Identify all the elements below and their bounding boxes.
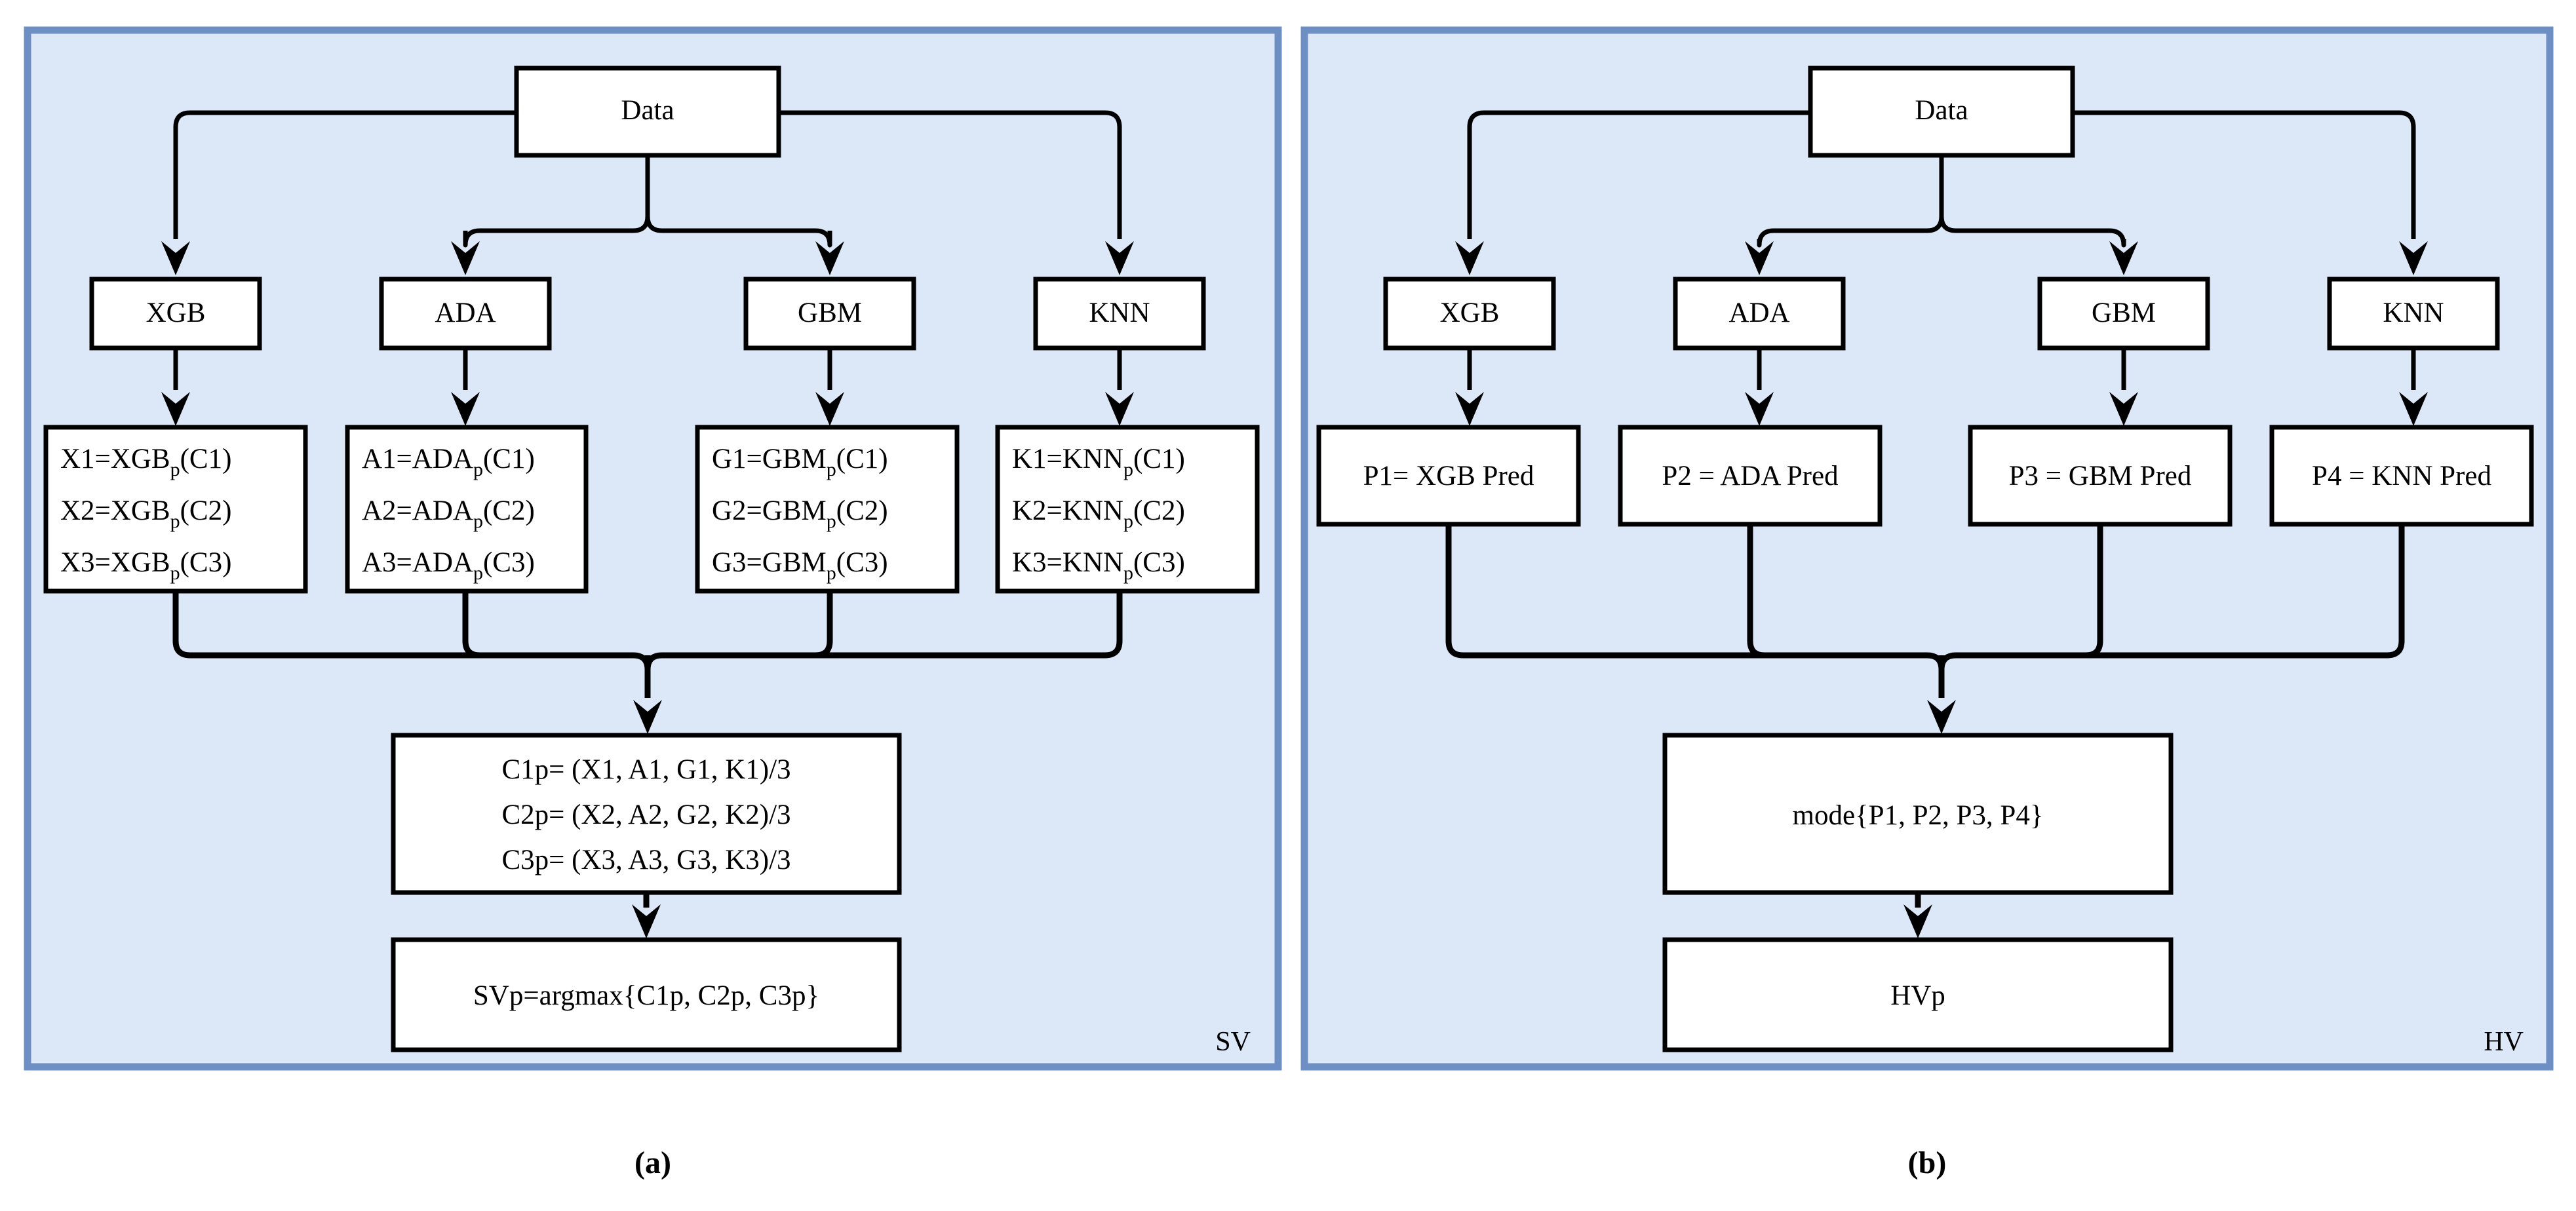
- sv-model-xgb[interactable]: [89, 277, 262, 351]
- sv-pred-ada-line2: A2=ADAp(C2): [362, 495, 535, 532]
- hv-model-knn-label: KNN: [2383, 298, 2444, 328]
- sv-model-knn-label: KNN: [1089, 298, 1150, 328]
- sv-pred-box-knn[interactable]: [995, 425, 1260, 594]
- sv-edge-data-to-knn: [779, 110, 1122, 239]
- hv-edge-data-to-knn: [2073, 110, 2416, 239]
- sv-model-xgb-label: XGB: [146, 298, 206, 328]
- sv-pred-knn-line2: K2=KNNp(C2): [1012, 495, 1185, 532]
- sv-pred-gbm-line1: G1=GBMp(C1): [712, 444, 888, 480]
- sv-aggregate-line2: C2p= (X2, A2, G2, K2)/3: [501, 799, 790, 830]
- sv-model-ada-label: ADA: [435, 298, 496, 328]
- hv-aggregate-label: mode{P1, P2, P3, P4}: [1793, 800, 2044, 831]
- hv-pred-xgb-label: P1= XGB Pred: [1363, 461, 1534, 491]
- sv-merge-gbm: [815, 591, 833, 659]
- sv-pred-gbm-line2: G2=GBMp(C2): [712, 495, 888, 532]
- sv-model-gbm-label: GBM: [798, 298, 862, 328]
- hv-pred-ada-label: P2 = ADA Pred: [1662, 461, 1838, 491]
- hv-merge-ada: [1747, 524, 1765, 659]
- sv-model-gbm[interactable]: [743, 277, 916, 351]
- sv-aggregate-line3: C3p= (X3, A3, G3, K3)/3: [501, 845, 790, 875]
- hv-pred-box-xgb[interactable]: [1316, 425, 1581, 527]
- sv-pred-knn-line1: K1=KNNp(C1): [1012, 444, 1185, 480]
- sv-edge-split-left: [463, 216, 650, 248]
- hv-edge-split-right: [1939, 216, 2126, 248]
- hv-edge-data-to-xgb: [1467, 110, 1810, 239]
- hv-model-ada-label: ADA: [1728, 298, 1789, 328]
- sv-edge-split-right: [645, 216, 832, 248]
- hv-final-label: HVp: [1890, 980, 1945, 1011]
- hv-model-xgb-label: XGB: [1440, 298, 1500, 328]
- sv-pred-knn-line3: K3=KNNp(C3): [1012, 547, 1185, 584]
- sv-pred-ada-line3: A3=ADAp(C3): [362, 547, 535, 584]
- hv-pred-knn-label: P4 = KNN Pred: [2312, 461, 2491, 491]
- hv-pred-box-gbm[interactable]: [1968, 425, 2233, 527]
- sv-final-node[interactable]: [391, 937, 902, 1052]
- sv-caption: (a): [634, 1145, 671, 1180]
- sv-aggregate-line1: C1p= (X1, A1, G1, K1)/3: [501, 754, 790, 785]
- sv-final-label: SVp=argmax{C1p, C2p, C3p}: [473, 980, 819, 1011]
- sv-merge-ada: [462, 591, 480, 659]
- sv-pred-ada-line1: A1=ADAp(C1): [362, 444, 535, 480]
- hv-caption: (b): [1908, 1145, 1947, 1180]
- hv-final-node[interactable]: [1662, 937, 2174, 1052]
- sv-pred-xgb-line1: X1=XGBp(C1): [60, 444, 231, 480]
- hv-pred-gbm-label: P3 = GBM Pred: [2009, 461, 2192, 491]
- sv-edge-data-to-xgb: [173, 110, 517, 239]
- sv-aggregate-node[interactable]: [391, 733, 902, 895]
- hv-model-knn[interactable]: [2327, 277, 2500, 351]
- sv-pred-box-xgb[interactable]: [43, 425, 308, 594]
- sv-pred-box-gbm[interactable]: [695, 425, 960, 594]
- sv-pred-box-ada[interactable]: [345, 425, 589, 594]
- sv-model-knn[interactable]: [1033, 277, 1206, 351]
- hv-edge-split-left: [1757, 216, 1944, 248]
- sv-pred-xgb-line3: X3=XGBp(C3): [60, 547, 231, 584]
- sv-pred-xgb-line2: X2=XGBp(C2): [60, 495, 231, 532]
- hv-model-xgb[interactable]: [1383, 277, 1556, 351]
- hv-merge-gbm: [2085, 524, 2103, 659]
- sv-data-label: Data: [621, 95, 674, 126]
- sv-pred-gbm-line3: G3=GBMp(C3): [712, 547, 888, 584]
- hv-aggregate-node[interactable]: [1662, 733, 2174, 895]
- sv-corner-label: SV: [1215, 1027, 1251, 1057]
- hv-data-label: Data: [1915, 95, 1968, 126]
- hv-model-gbm-label: GBM: [2092, 298, 2156, 328]
- hv-corner-label: HV: [2484, 1027, 2524, 1057]
